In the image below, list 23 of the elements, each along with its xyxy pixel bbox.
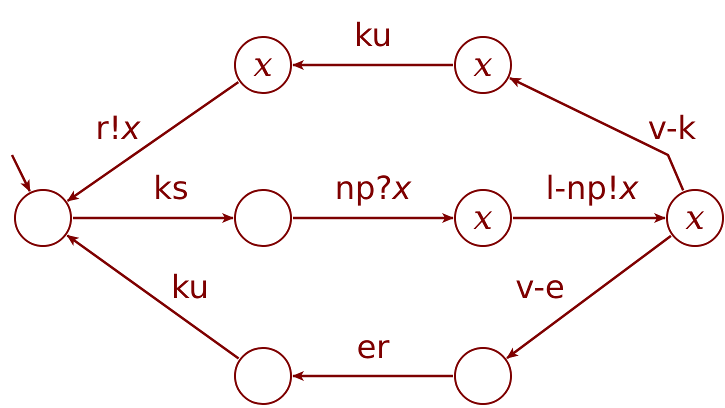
edge-label: v-k <box>648 112 696 144</box>
arrow <box>506 234 672 360</box>
edge-label: np?x <box>334 172 412 204</box>
arrow <box>509 77 684 191</box>
edge-label: ku <box>171 271 209 303</box>
arrow <box>66 234 240 360</box>
state-variable: x <box>253 48 273 82</box>
edge-label: ku <box>354 19 392 51</box>
arrow <box>10 154 31 192</box>
arrow <box>73 213 234 223</box>
edge-label: ks <box>153 172 189 204</box>
arrow <box>293 213 454 223</box>
state-variable: x <box>685 201 705 235</box>
arrow <box>513 213 666 223</box>
edge-label: r!x <box>96 112 140 144</box>
arrow <box>66 81 240 202</box>
arrow <box>292 371 453 381</box>
state-variable: x <box>473 201 493 235</box>
edge-label: l-np!x <box>546 172 638 204</box>
arrow <box>292 60 453 70</box>
edge-label: v-e <box>515 271 565 303</box>
state-variable: x <box>473 48 493 82</box>
edge-label: er <box>356 331 390 363</box>
